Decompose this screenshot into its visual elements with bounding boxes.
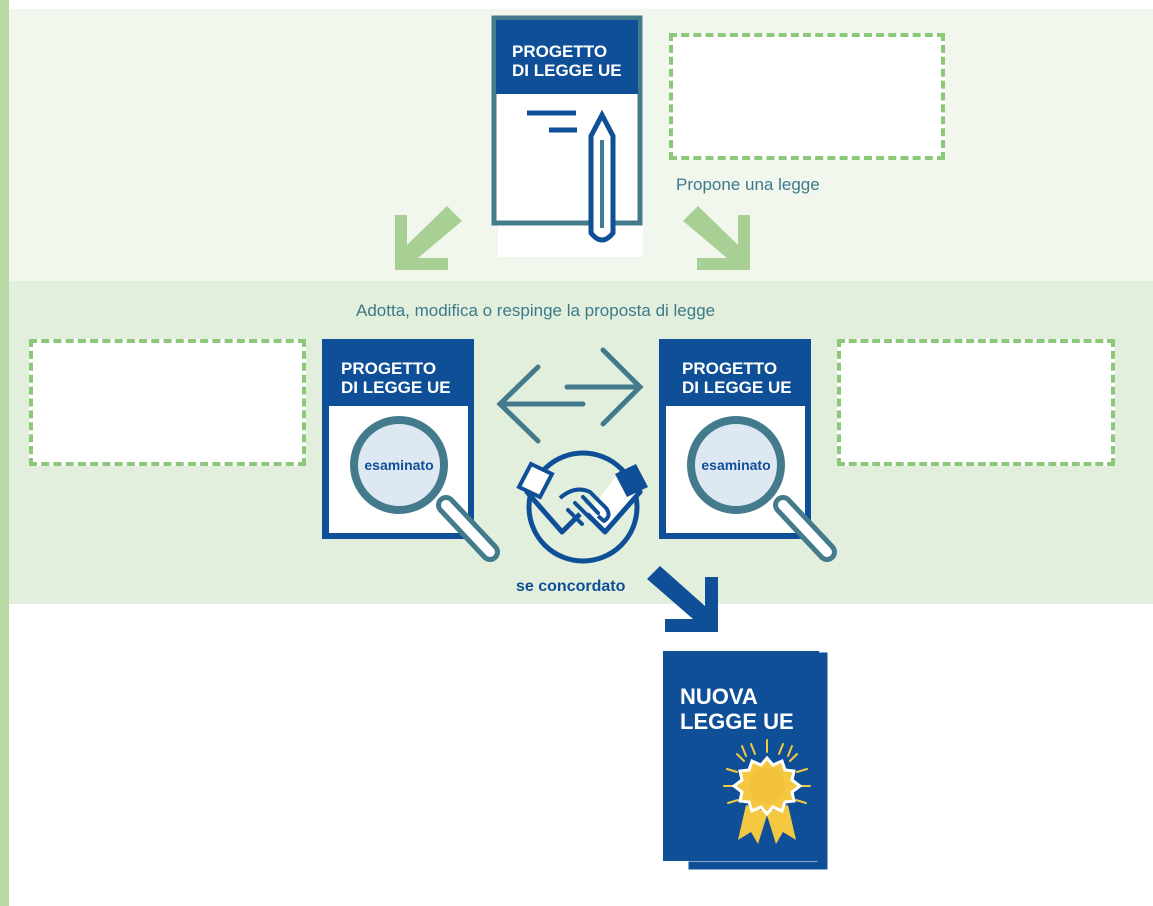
new-law-title: NUOVA LEGGE UE xyxy=(680,684,794,734)
document-with-pen-icon xyxy=(491,15,643,257)
seal-icon xyxy=(723,739,811,844)
proposal-caption: Propone una legge xyxy=(676,175,820,194)
left-doc-title: PROGETTO DI LEGGE UE xyxy=(341,359,451,397)
side-accent-bar xyxy=(0,0,9,906)
placeholder-box-top-right xyxy=(669,33,945,160)
placeholder-box-mid-right xyxy=(837,339,1115,466)
agreement-label: se concordato xyxy=(516,578,626,595)
review-caption: Adotta, modifica o respinge la proposta … xyxy=(356,301,716,320)
arrow-down-right-icon xyxy=(683,206,750,270)
handshake-icon xyxy=(516,450,648,564)
top-doc-title: PROGETTO DI LEGGE UE xyxy=(512,42,622,80)
placeholder-box-mid-left xyxy=(29,339,306,466)
right-review-document xyxy=(659,339,837,562)
arrow-down-left-icon xyxy=(395,206,462,270)
magnifier-icon xyxy=(350,416,448,514)
left-review-document xyxy=(322,339,500,562)
magnifier-icon xyxy=(687,416,785,514)
right-doc-title: PROGETTO DI LEGGE UE xyxy=(682,359,792,397)
right-lens-label: esaminato xyxy=(701,457,771,473)
arrow-down-right-agreed-icon xyxy=(647,566,718,632)
two-way-arrows-icon xyxy=(496,347,644,444)
new-law-document xyxy=(663,649,831,873)
left-lens-label: esaminato xyxy=(364,457,434,473)
top-doc-header xyxy=(496,20,638,94)
